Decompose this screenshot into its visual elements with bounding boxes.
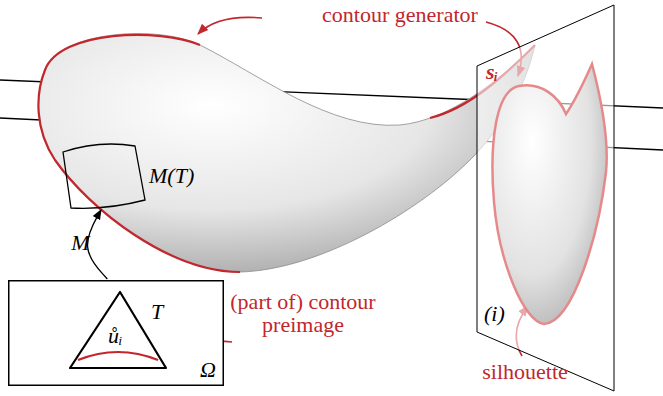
callout-label: contour generator [300, 3, 500, 26]
contour-generator-curve [38, 35, 240, 272]
domain-frame [9, 281, 224, 386]
surface-body [38, 34, 535, 272]
leader-arrow [198, 17, 262, 34]
contour-preimage-curve [78, 352, 158, 360]
patch-outline [63, 144, 145, 208]
silhouette-shape [492, 64, 606, 324]
patch-label: M(T) [149, 164, 194, 188]
callout-label: (part of) contour preimage [228, 290, 378, 336]
surface-patch: M(T) [55, 138, 205, 218]
callout-label: silhouette [470, 360, 580, 383]
view-index: (i) [484, 302, 505, 326]
silhouette-symbol: sᵢ [486, 60, 498, 84]
mapping-arrow [88, 210, 108, 279]
domain-box: TůᵢΩ [8, 280, 224, 386]
map-label: M [71, 231, 89, 255]
preimage-point-label: ůᵢ [108, 324, 122, 348]
domain-label: Ω [200, 358, 216, 382]
triangle-label: T [151, 300, 163, 324]
plane-outline [477, 5, 614, 391]
image-plane: sᵢ (i) [474, 2, 617, 394]
triangle [70, 292, 166, 368]
